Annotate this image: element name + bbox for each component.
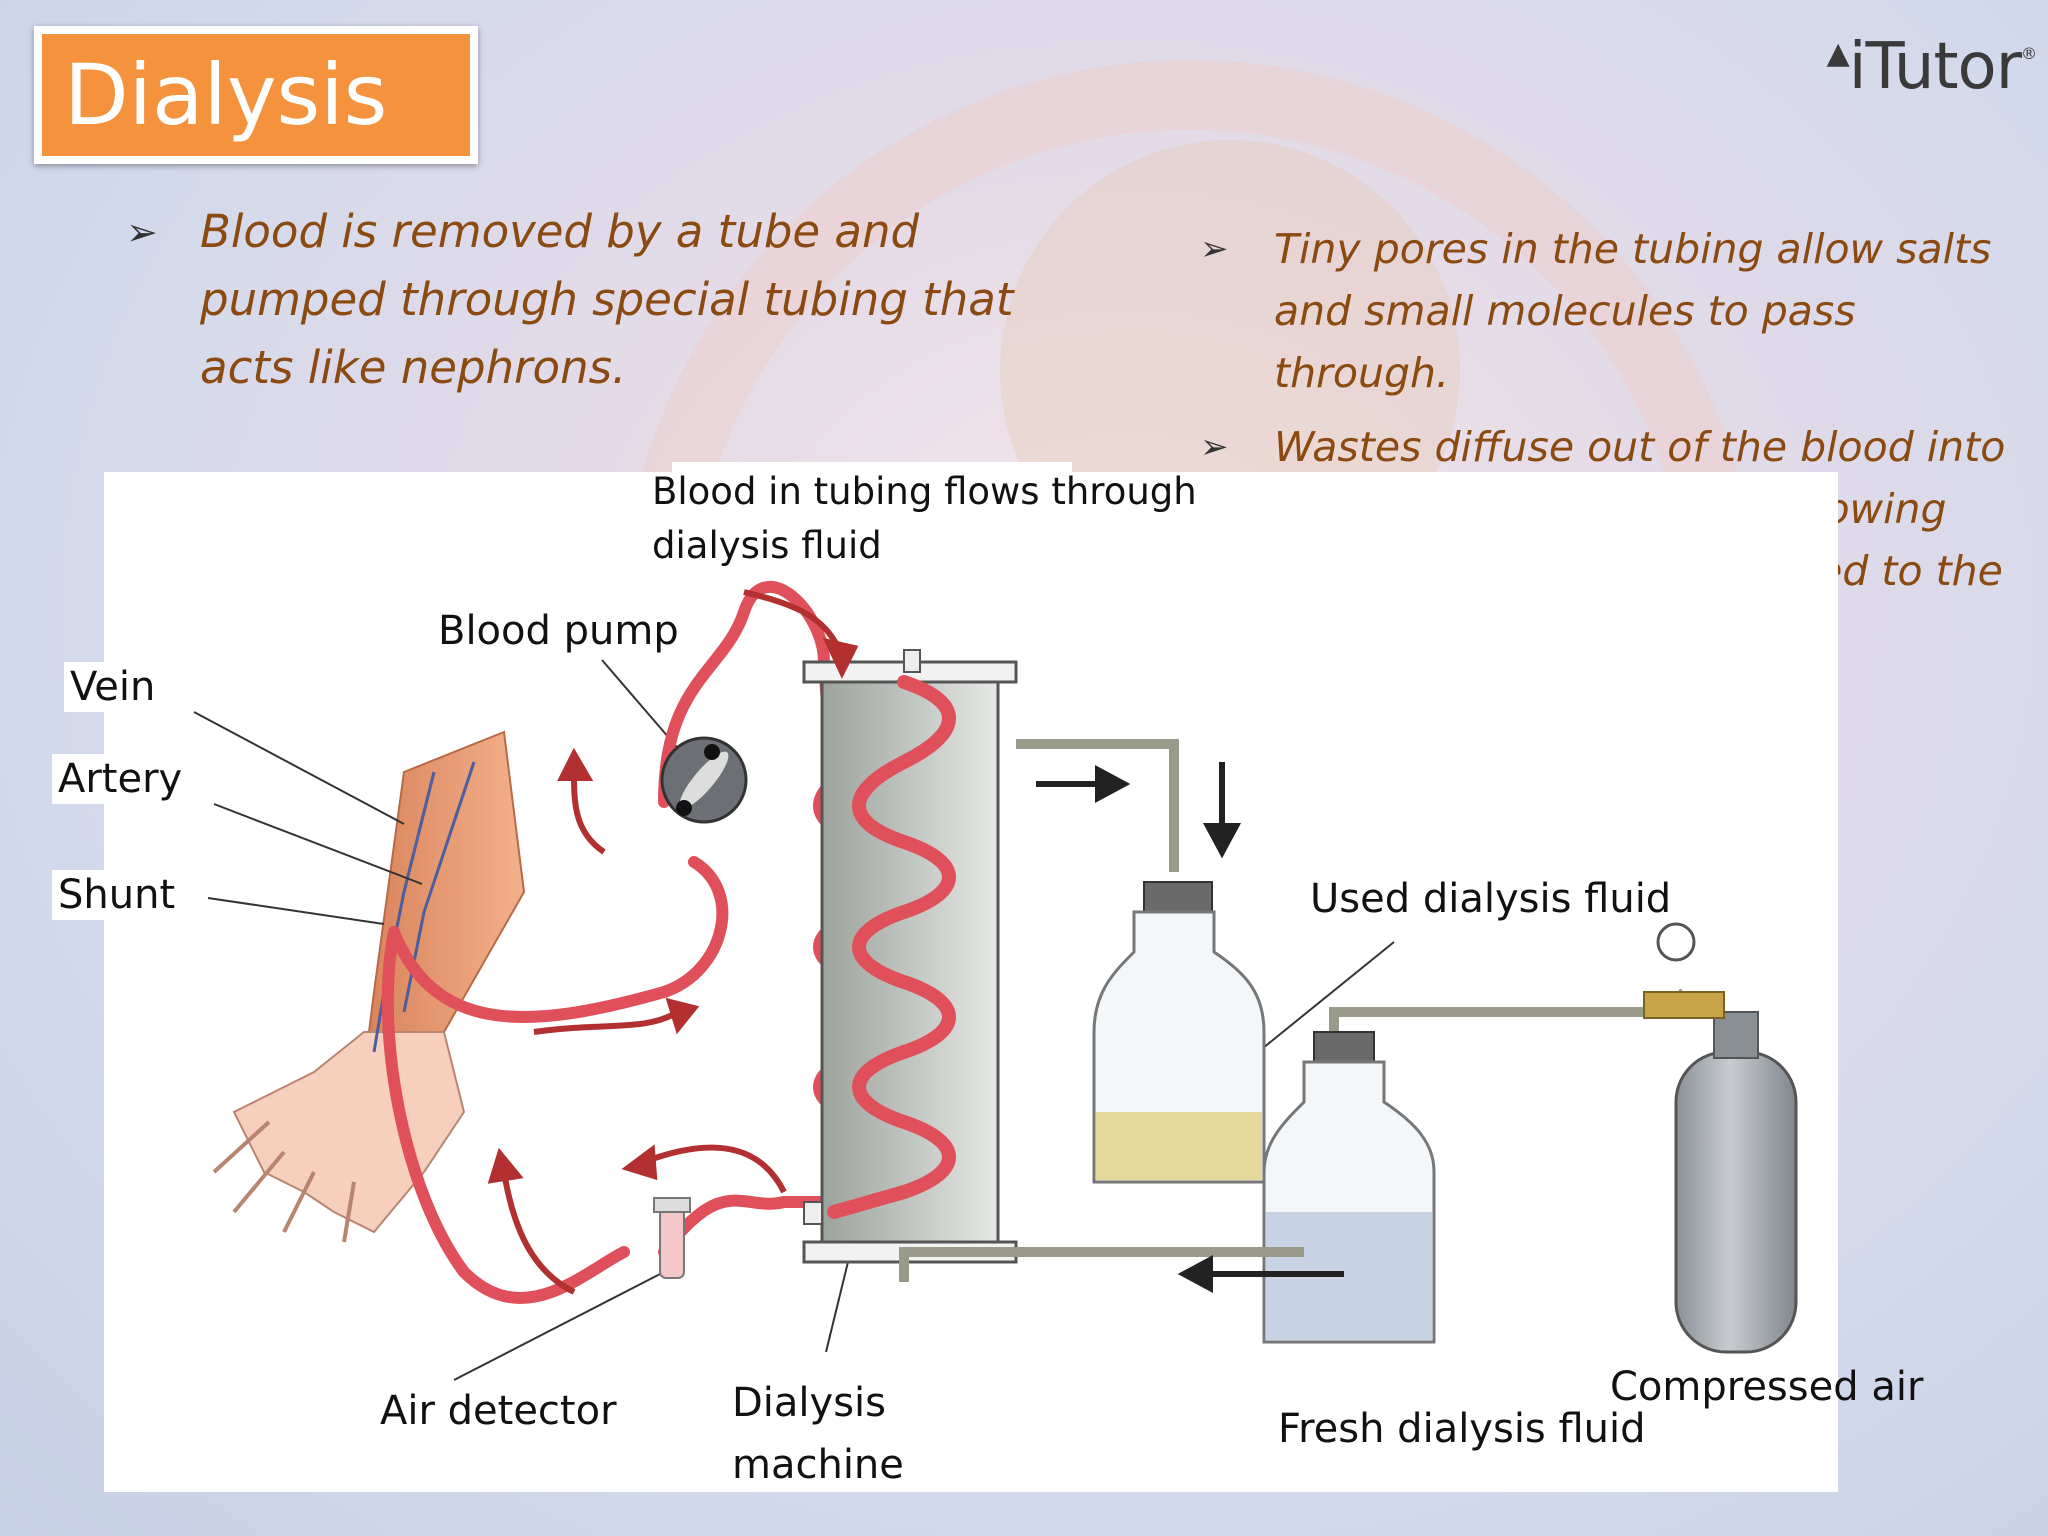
bullet-text: pumped through special tubing that (200, 273, 1014, 326)
air-detector-icon (653, 1197, 691, 1279)
bullet-line: acts like nephrons. (126, 334, 1056, 402)
slide-title: Dialysis (42, 34, 470, 156)
label-compressed-air: Compressed air (1610, 1364, 1924, 1410)
itutor-logo: ▲iTutor® (1826, 30, 2037, 104)
fluid-flow-arrows (1036, 762, 1344, 1294)
bullet-text: through. (1274, 349, 1450, 397)
left-bullet-list: ➢ Blood is removed by a tube and pumped t… (126, 198, 1056, 402)
fresh-fluid-bottle (899, 988, 1688, 1344)
bullet-arrow-icon: ➢ (1200, 427, 1229, 467)
slide-title-box: Dialysis (34, 26, 478, 164)
dialysis-illustration (193, 581, 1798, 1381)
label-dialysis-machine: Dialysis machine (732, 1372, 904, 1496)
dialysis-chamber (802, 649, 1018, 1264)
registered-mark: ® (2021, 44, 2037, 63)
arm-illustration (212, 730, 526, 1243)
label-blood-tubing-line2: dialysis fluid (652, 524, 882, 567)
compressed-air-tank (1643, 922, 1798, 1354)
label-dialysis-machine-line1: Dialysis (732, 1380, 887, 1426)
label-vein: Vein (64, 662, 162, 712)
bullet-line: ➢ Blood is removed by a tube and (126, 198, 1056, 266)
graduation-cap-icon: ▲ (1826, 36, 1850, 71)
label-dialysis-machine-line2: machine (732, 1442, 904, 1488)
bullet-text: acts like nephrons. (200, 341, 627, 394)
blood-flow-arrows (487, 589, 859, 1295)
bullet-text: Tiny pores in the tubing allow salts (1274, 225, 1992, 273)
blood-coil (827, 675, 956, 1219)
label-shunt: Shunt (52, 870, 182, 920)
blood-pump-icon (660, 736, 748, 824)
used-fluid-bottle (1016, 739, 1266, 1184)
label-blood-tubing-line1: Blood in tubing flows through (652, 470, 1197, 513)
label-fresh-fluid: Fresh dialysis fluid (1272, 1404, 1652, 1454)
logo-text: iTutor (1848, 30, 2022, 104)
bullet-text: and small molecules to pass (1274, 287, 1856, 335)
label-blood-pump: Blood pump (438, 608, 679, 654)
label-used-fluid: Used dialysis fluid (1310, 876, 1672, 922)
bullet-arrow-icon: ➢ (1200, 229, 1229, 269)
label-blood-tubing: Blood in tubing flows through dialysis f… (652, 462, 1197, 580)
label-air-detector: Air detector (380, 1388, 617, 1434)
bullet-text: Blood is removed by a tube and (200, 205, 920, 258)
label-artery: Artery (52, 754, 189, 804)
bullet-arrow-icon: ➢ (126, 210, 158, 254)
bullet-line: pumped through special tubing that (126, 266, 1056, 334)
bullet-item: ➢ Tiny pores in the tubing allow salts a… (1200, 218, 2020, 404)
bullet-text: Wastes diffuse out of the blood into (1274, 423, 2006, 471)
dialysis-diagram: Vein Artery Shunt Blood pump Used dialys… (52, 472, 1923, 1492)
